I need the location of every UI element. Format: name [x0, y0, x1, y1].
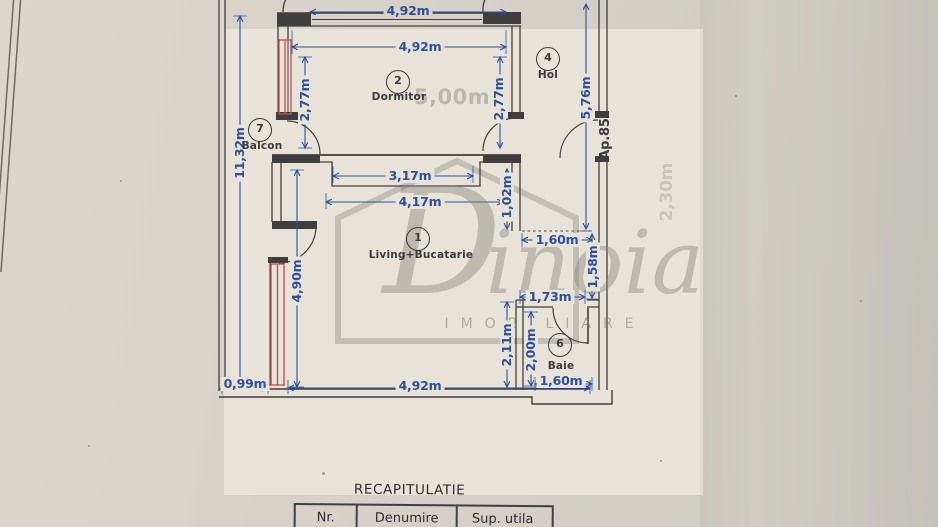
room-name-balcon: Balcon: [241, 140, 283, 152]
dim-niche-width: 3,17m: [385, 169, 435, 183]
room-number-dormitor: 2: [386, 70, 410, 94]
room-number-living: 1: [406, 227, 430, 251]
dim-balcony-width: 0,99m: [220, 377, 270, 391]
dim-left-total-height: 11,32m: [232, 124, 247, 182]
paper-speck: [322, 472, 325, 475]
dim-living-height: 4,90m: [289, 256, 304, 306]
dim-wall-drop: 1,02m: [499, 172, 514, 222]
recap-section: RECAPITULATIE Nr. Denumire Sup. utila: [293, 481, 554, 527]
dim-top-width: 4,92m: [383, 4, 433, 18]
paper-speck: [660, 460, 662, 462]
door-arcs: [278, 117, 599, 344]
room-number-balcon: 7: [248, 118, 272, 142]
paper-speck: [860, 300, 862, 302]
dim-dormitor-height-right: 2,77m: [491, 74, 506, 124]
dim-nook-width: 1,60m: [532, 233, 582, 247]
dim-baie-width: 1,60m: [536, 374, 586, 388]
watermark-brand: Dinoia: [383, 168, 704, 316]
dim-dormitor-height-left: 2,77m: [297, 75, 312, 125]
room-name-living: Living+Bucatarie: [368, 249, 474, 261]
page-edge-lines: [0, 0, 22, 273]
recap-col-sup-utila: Sup. utila: [471, 511, 534, 527]
recap-col-denumire: Denumire: [357, 505, 458, 527]
dim-bottom-width: 4,92m: [395, 379, 445, 393]
dim-baie-outer-height: 2,11m: [499, 320, 514, 370]
dim-living-top-width: 4,17m: [395, 195, 445, 209]
paper-speck: [120, 180, 122, 182]
paper-speck: [735, 95, 737, 97]
dim-baie-inner-height: 2,00m: [523, 325, 538, 375]
recap-col-nr: Nr.: [295, 505, 358, 527]
room-number-hol: 4: [536, 47, 560, 71]
entrance-door-label: Ap.85: [598, 118, 613, 160]
paper-speck: [88, 445, 90, 447]
bleedthrough-text: 5,00m: [413, 85, 491, 109]
room-name-dormitor: Dormitor: [371, 91, 427, 103]
watermark-house-icon: [335, 157, 579, 344]
watermark-brand-initial: D: [383, 156, 502, 328]
dim-baie-entry-width: 1,73m: [525, 290, 575, 304]
dim-dormitor-width: 4,92m: [395, 40, 445, 54]
recap-table: Nr. Denumire Sup. utila: [293, 502, 554, 527]
dim-hol-depth: 5,76m: [578, 73, 593, 123]
radiators: [270, 39, 292, 386]
room-name-baie: Baie: [547, 360, 575, 372]
room-name-hol: Hol: [537, 69, 559, 81]
dim-nook-height: 1,58m: [585, 242, 600, 292]
watermark-tagline: IMOBILIARE: [444, 316, 646, 332]
room-number-baie: 6: [548, 333, 572, 357]
recap-title: RECAPITULATIE: [353, 481, 466, 499]
